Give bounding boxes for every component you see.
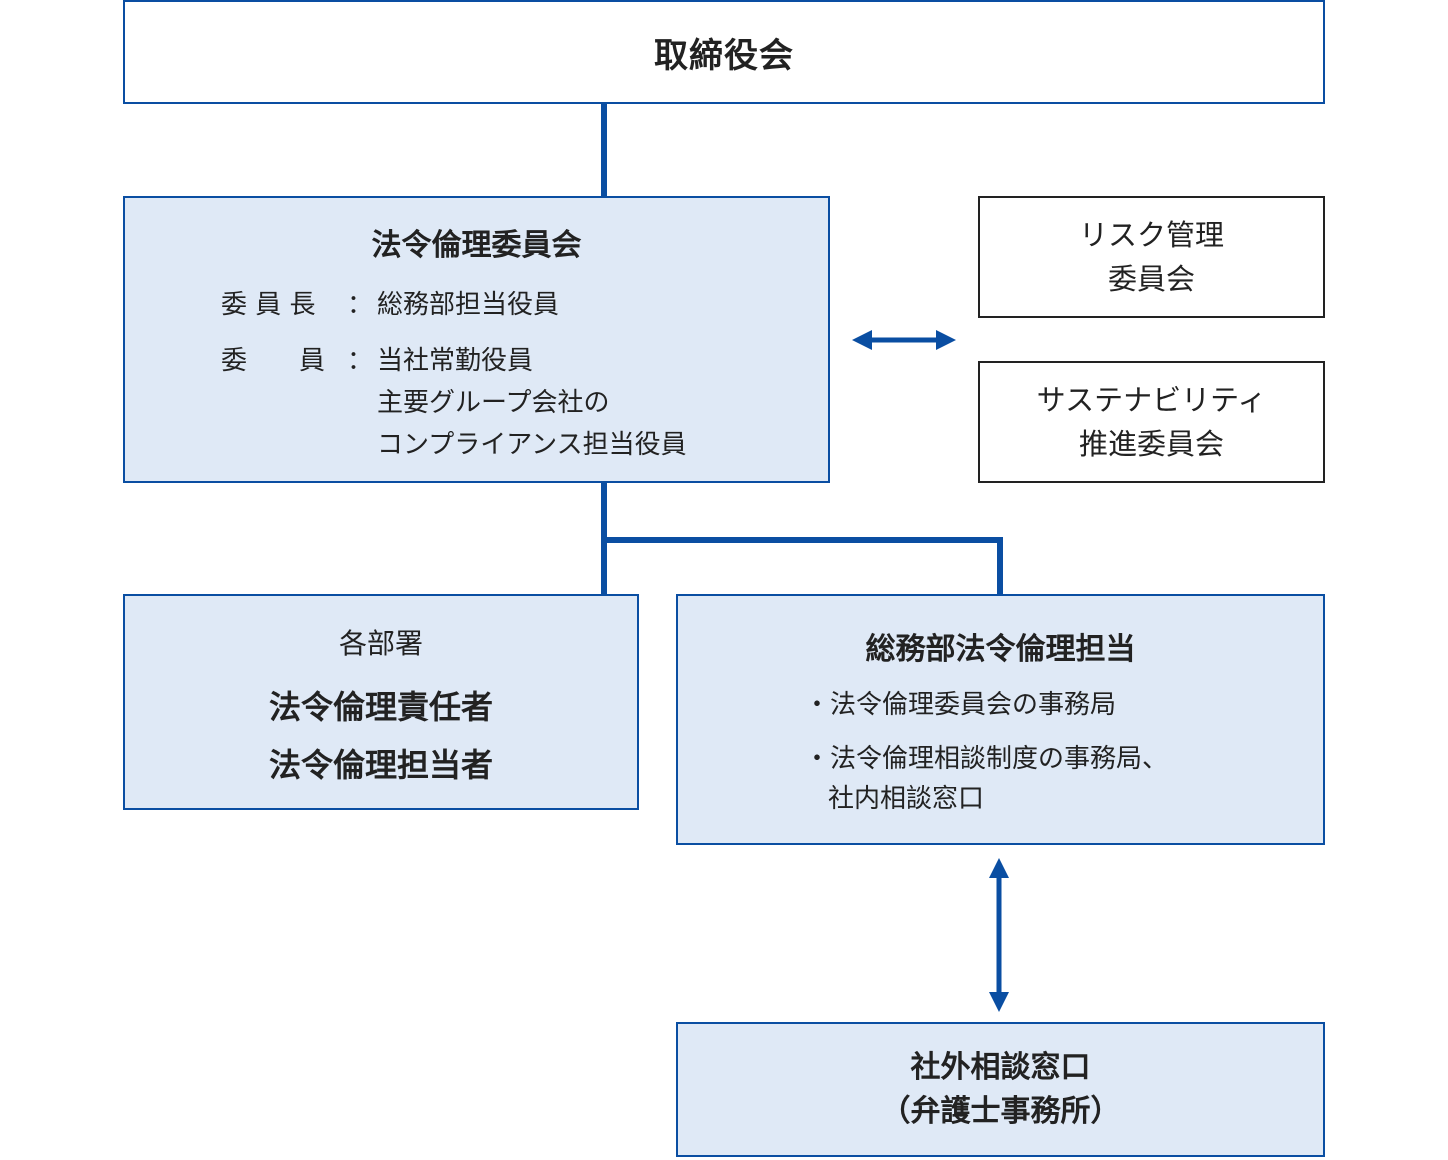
member-value-3: コンプライアンス担当役員: [377, 430, 687, 460]
risk-committee-line-2: 委員会: [1107, 262, 1195, 296]
member-row: 委 員 ：当社常勤役員: [221, 340, 533, 382]
general-affairs-item-2: ・法令倫理相談制度の事務局、: [804, 738, 1168, 780]
departments-heading: 各部署: [338, 627, 423, 660]
chair-label: 委 員 長: [221, 290, 316, 320]
compliance-committee-title: 法令倫理委員会: [371, 228, 582, 263]
board-box: 取締役会: [123, 0, 1325, 104]
chair-separator: ：: [347, 290, 374, 320]
departments-line-2: 法令倫理担当者: [268, 746, 493, 784]
general-affairs-item-2-continuation: 社内相談窓口: [828, 784, 985, 814]
bullet: ・: [804, 690, 831, 720]
risk-committee-box: リスク管理 委員会: [978, 196, 1325, 318]
compliance-committee-box: 法令倫理委員会 委 員 長 ：総務部担当役員 委 員 ：当社常勤役員 主要グループ会…: [123, 196, 830, 483]
committee-to-general-affairs-line: [604, 537, 1003, 595]
general-affairs-item-2-text: 法令倫理相談制度の事務局、: [830, 744, 1169, 774]
departments-box: 各部署 法令倫理責任者 法令倫理担当者: [123, 594, 639, 810]
chair-row: 委 員 長 ：総務部担当役員: [221, 284, 559, 326]
member-label: 委 員: [221, 346, 326, 376]
sustainability-committee-line-2: 推進委員会: [1078, 427, 1224, 461]
member-value-2: 主要グループ会社の: [377, 388, 610, 418]
external-contact-box: 社外相談窓口 （弁護士事務所）: [676, 1022, 1325, 1157]
external-contact-line-1: 社外相談窓口: [910, 1049, 1091, 1085]
member-separator: ：: [347, 346, 374, 376]
member-value-1: 当社常勤役員: [377, 346, 534, 376]
sustainability-committee-box: サステナビリティ 推進委員会: [978, 361, 1325, 483]
bullet: ・: [804, 744, 831, 774]
general-affairs-item-1: ・法令倫理委員会の事務局: [804, 684, 1116, 726]
general-affairs-title: 総務部法令倫理担当: [865, 632, 1136, 667]
general-affairs-box: 総務部法令倫理担当 ・法令倫理委員会の事務局 ・法令倫理相談制度の事務局、 社内…: [676, 594, 1325, 845]
board-title: 取締役会: [654, 35, 794, 76]
risk-committee-line-1: リスク管理: [1078, 218, 1224, 252]
chair-value: 総務部担当役員: [377, 290, 560, 320]
departments-line-1: 法令倫理責任者: [268, 688, 493, 726]
general-affairs-item-1-text: 法令倫理委員会の事務局: [830, 690, 1117, 720]
external-contact-line-2: （弁護士事務所）: [880, 1093, 1121, 1129]
sustainability-committee-line-1: サステナビリティ: [1036, 383, 1267, 417]
